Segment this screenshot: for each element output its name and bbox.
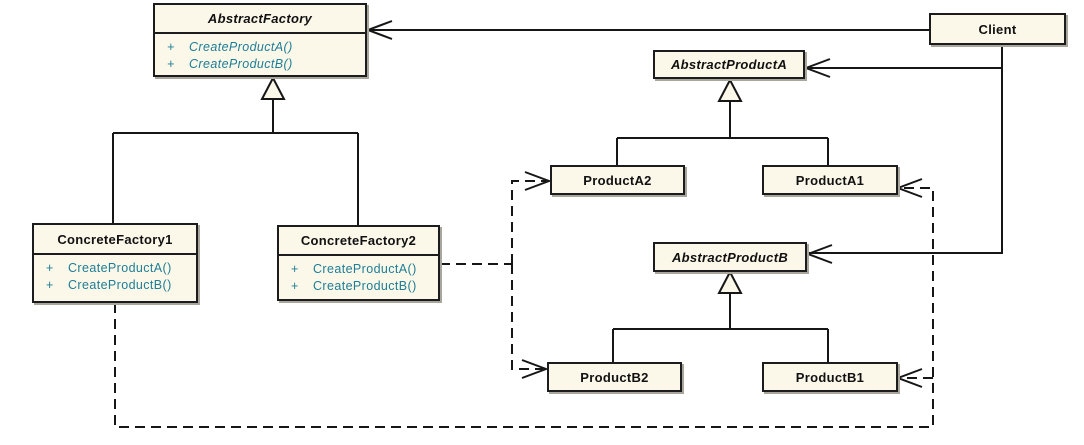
visibility-marker: + bbox=[291, 262, 299, 276]
method-signature: CreateProductA() bbox=[313, 262, 417, 276]
visibility-marker: + bbox=[291, 279, 299, 293]
visibility-marker: + bbox=[46, 261, 54, 275]
class-box-producta1[interactable]: ProductA1 bbox=[762, 165, 898, 195]
method-createproducta: + CreateProductA() bbox=[46, 260, 192, 277]
class-title: Client bbox=[978, 21, 1017, 37]
class-title: ProductB2 bbox=[580, 369, 649, 385]
class-title: ProductA2 bbox=[583, 172, 652, 188]
method-list: + CreateProductA() + CreateProductB() bbox=[155, 32, 365, 79]
method-signature: CreateProductB() bbox=[313, 279, 417, 293]
method-signature: CreateProductB() bbox=[189, 57, 293, 71]
class-box-productb1[interactable]: ProductB1 bbox=[762, 362, 898, 392]
class-title: ProductA1 bbox=[795, 172, 865, 188]
open-arrow-icon bbox=[365, 20, 393, 40]
class-box-abstractproducta[interactable]: AbstractProductA bbox=[653, 50, 805, 79]
hollow-triangle-icon bbox=[717, 77, 743, 102]
method-list: + CreateProductA() + CreateProductB() bbox=[279, 254, 438, 301]
dependency-concretefactory2-to-products bbox=[440, 171, 552, 379]
generalization-products-to-abstractproducta bbox=[616, 77, 829, 165]
generalization-concretefactories-to-abstractfactory bbox=[112, 75, 359, 225]
visibility-marker: + bbox=[167, 40, 175, 54]
class-box-producta2[interactable]: ProductA2 bbox=[550, 165, 685, 195]
open-arrow-icon bbox=[895, 368, 923, 388]
class-box-concretefactory1[interactable]: ConcreteFactory1 + CreateProductA() + Cr… bbox=[32, 223, 198, 303]
method-signature: CreateProductA() bbox=[68, 261, 172, 275]
association-client-to-abstractproducts bbox=[803, 45, 1003, 264]
method-list: + CreateProductA() + CreateProductB() bbox=[34, 253, 196, 300]
dependency-concretefactory1-to-products bbox=[114, 178, 934, 428]
class-title: ConcreteFactory2 bbox=[300, 233, 417, 248]
method-signature: CreateProductB() bbox=[68, 278, 172, 292]
method-createproducta: + CreateProductA() bbox=[291, 261, 434, 278]
method-createproductb: + CreateProductB() bbox=[167, 56, 361, 73]
open-arrow-icon bbox=[521, 359, 549, 379]
method-createproductb: + CreateProductB() bbox=[291, 278, 434, 295]
visibility-marker: + bbox=[46, 278, 54, 292]
method-signature: CreateProductA() bbox=[189, 40, 293, 54]
class-box-productb2[interactable]: ProductB2 bbox=[547, 362, 682, 392]
class-box-concretefactory2[interactable]: ConcreteFactory2 + CreateProductA() + Cr… bbox=[277, 225, 440, 301]
class-box-abstractfactory[interactable]: AbstractFactory + CreateProductA() + Cre… bbox=[153, 3, 367, 77]
class-box-client[interactable]: Client bbox=[929, 13, 1066, 45]
open-arrow-icon bbox=[895, 178, 923, 198]
open-arrow-icon bbox=[524, 171, 552, 191]
open-arrow-icon bbox=[805, 244, 833, 264]
class-title: AbstractFactory bbox=[207, 11, 313, 26]
class-title: AbstractProductA bbox=[670, 57, 788, 72]
generalization-products-to-abstractproductb bbox=[612, 269, 829, 362]
class-title: ConcreteFactory1 bbox=[57, 231, 173, 247]
class-box-abstractproductb[interactable]: AbstractProductB bbox=[653, 242, 807, 272]
class-title: ProductB1 bbox=[795, 369, 865, 385]
method-createproductb: + CreateProductB() bbox=[46, 277, 192, 294]
class-title: AbstractProductB bbox=[671, 249, 789, 265]
method-createproducta: + CreateProductA() bbox=[167, 39, 361, 56]
hollow-triangle-icon bbox=[260, 75, 286, 100]
association-client-to-abstractfactory bbox=[365, 20, 929, 40]
visibility-marker: + bbox=[167, 57, 175, 71]
open-arrow-icon bbox=[803, 58, 831, 78]
hollow-triangle-icon bbox=[717, 269, 743, 294]
